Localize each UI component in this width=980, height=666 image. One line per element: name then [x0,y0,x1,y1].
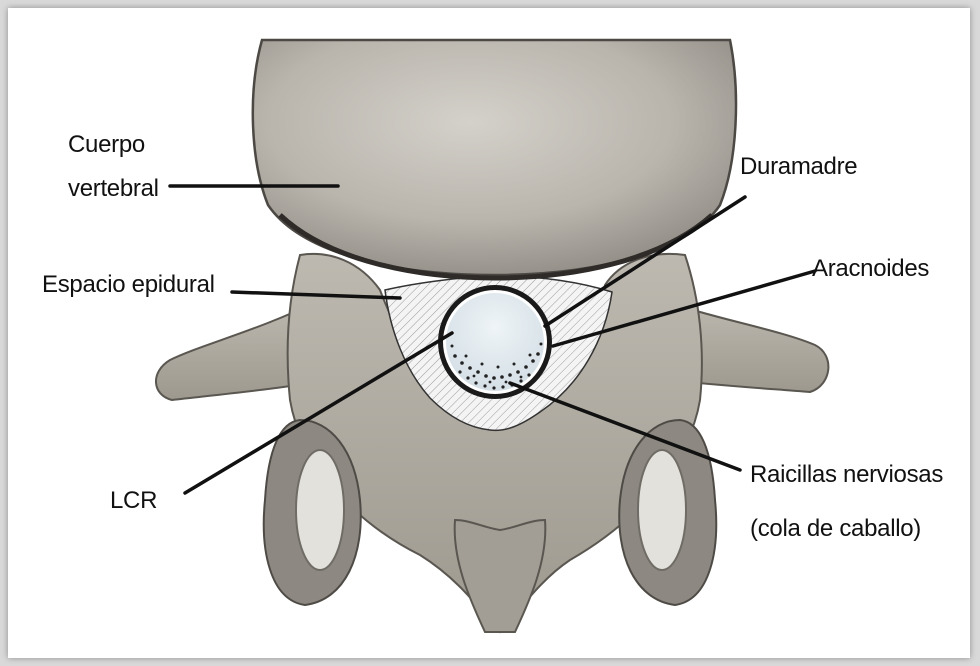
label-espacio-epidural: Espacio epidural [42,270,215,300]
label-aracnoides: Aracnoides [812,254,929,284]
label-lcr: LCR [110,486,157,516]
label-cuerpo-vertebral-line1: Cuerpo [68,130,145,160]
spinous-process [455,520,546,632]
label-raicillas-line2: (cola de caballo) [750,514,921,544]
left-facet-surface [296,450,344,570]
label-cuerpo-vertebral-line2: vertebral [68,174,159,204]
vertebral-body [253,40,736,275]
right-facet-surface [638,450,686,570]
label-duramadre: Duramadre [740,152,857,182]
label-raicillas-line1: Raicillas nerviosas [750,460,943,490]
